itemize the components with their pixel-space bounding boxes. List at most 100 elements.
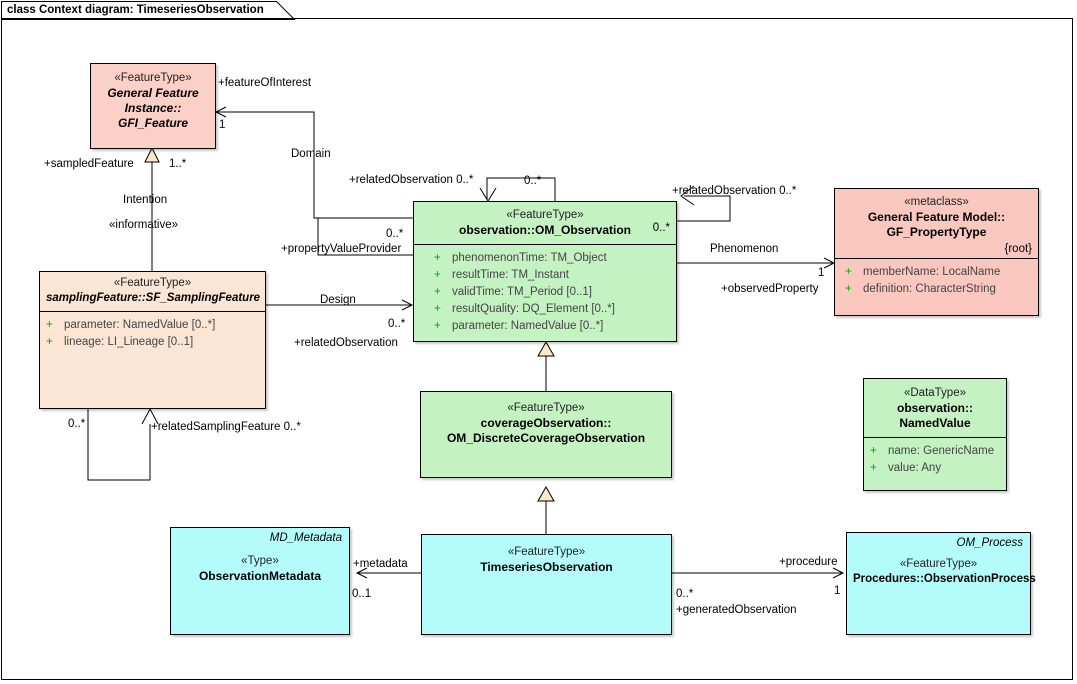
class-header: MD_Metadata «Type» ObservationMetadata: [171, 528, 349, 589]
class-stereotype: «FeatureType»: [114, 72, 192, 84]
class-header: «FeatureType» General Feature Instance::…: [91, 64, 215, 136]
class-stereotype: «metaclass»: [904, 196, 969, 208]
class-name-line2: NamedValue: [899, 416, 971, 430]
diagram-frame: [1, 18, 1073, 680]
attribute-row: + resultQuality: DQ_Element [0..*]: [434, 301, 672, 318]
attribute-text: name: GenericName: [888, 445, 995, 457]
attribute-text: validTime: TM_Period [0..1]: [452, 286, 592, 298]
label-generatedObservation: +generatedObservation: [676, 604, 797, 616]
class-name: TimeseriesObservation: [480, 560, 613, 574]
class-name: ObservationMetadata: [198, 569, 322, 583]
class-attributes: + parameter: NamedValue [0..*] + lineage: …: [40, 311, 265, 356]
tab-outline: [1, 1, 296, 20]
class-om-discretecoverageobservation[interactable]: «FeatureType» coverageObservation:: OM_D…: [420, 391, 672, 478]
class-header: «DataType» observation:: NamedValue: [864, 379, 1006, 437]
class-name: observation::OM_Observation: [458, 223, 632, 237]
label-phenomenon: Phenomenon: [710, 243, 779, 255]
class-sf-samplingfeature[interactable]: «FeatureType» samplingFeature::SF_Sampli…: [39, 271, 266, 409]
label-procedure: +procedure: [779, 556, 838, 568]
attribute-row: + definition: CharacterString: [845, 281, 1034, 298]
label-propertyValueProvider-multiplicity: 0..*: [386, 228, 404, 240]
label-relatedObservation-left: +relatedObservation 0..*: [349, 174, 474, 186]
class-stereotype: «FeatureType»: [507, 546, 586, 558]
class-observationmetadata[interactable]: MD_Metadata «Type» ObservationMetadata: [170, 527, 350, 635]
label-relatedObservation-self-multiplicity: 0..*: [524, 175, 542, 187]
class-header: «metaclass» General Feature Model:: GF_P…: [835, 189, 1038, 255]
attribute-row: + resultTime: TM_Instant: [434, 267, 672, 284]
label-relatedSamplingFeature-multiplicity: 0..*: [68, 418, 86, 430]
class-attributes: + phenomenonTime: TM_Object + resultTime: …: [414, 244, 676, 340]
class-name: samplingFeature::SF_SamplingFeature: [46, 292, 261, 304]
label-design: Design: [320, 294, 356, 306]
visibility-marker: +: [434, 303, 441, 315]
visibility-marker: +: [845, 266, 852, 278]
class-stereotype: «FeatureType»: [507, 402, 585, 414]
label-relatedObservation-right: +relatedObservation 0..*: [672, 185, 797, 197]
class-constraint-root: {root}: [1004, 243, 1033, 255]
attribute-text: definition: CharacterString: [863, 283, 996, 295]
attribute-row: + name: GenericName: [870, 443, 1002, 460]
class-base-type: MD_Metadata: [269, 532, 342, 544]
visibility-marker: +: [845, 283, 852, 295]
class-namedvalue[interactable]: «DataType» observation:: NamedValue + nam…: [863, 378, 1007, 491]
class-name-line2: OM_DiscreteCoverageObservation: [446, 431, 646, 445]
diagram-title: class Context diagram: TimeseriesObserva…: [7, 4, 264, 16]
class-stereotype: «FeatureType»: [899, 558, 978, 570]
class-header: «FeatureType» TimeseriesObservation: [422, 535, 671, 580]
attribute-text: resultTime: TM_Instant: [452, 269, 569, 281]
class-header: «FeatureType» samplingFeature::SF_Sampli…: [40, 272, 265, 311]
label-intention: Intention: [123, 194, 168, 206]
attribute-text: memberName: LocalName: [863, 266, 1001, 278]
class-attributes: + memberName: LocalName + definition: Char…: [835, 258, 1038, 303]
attribute-text: resultQuality: DQ_Element [0..*]: [452, 303, 615, 315]
attribute-text: parameter: NamedValue [0..*]: [64, 319, 216, 331]
class-timeseriesobservation[interactable]: «FeatureType» TimeseriesObservation: [421, 534, 672, 635]
label-relatedSamplingFeature: +relatedSamplingFeature 0..*: [151, 421, 301, 433]
label-metadata-multiplicity: 0..1: [352, 588, 372, 600]
corner-multiplicity: 0..*: [652, 222, 670, 234]
class-name-line2: GF_PropertyType: [886, 225, 987, 239]
class-observationprocess[interactable]: OM_Process «FeatureType» Procedures::Obs…: [846, 532, 1036, 635]
label-generatedObservation-multiplicity: 0..*: [676, 588, 694, 600]
visibility-marker: +: [434, 286, 441, 298]
class-gf-propertytype[interactable]: «metaclass» General Feature Model:: GF_P…: [834, 188, 1039, 316]
visibility-marker: +: [870, 462, 877, 474]
label-sampledFeature-multiplicity: 1..*: [169, 158, 187, 170]
class-header: OM_Process «FeatureType» Procedures::Obs…: [847, 533, 1036, 592]
attribute-row: +parameter: NamedValue [0..*]: [434, 318, 672, 335]
attribute-text: lineage: LI_Lineage [0..1]: [64, 336, 194, 348]
class-stereotype: «FeatureType»: [113, 277, 192, 289]
class-gfi-feature[interactable]: «FeatureType» General Feature Instance::…: [90, 63, 216, 149]
label-observedProperty: +observedProperty: [721, 283, 819, 295]
attribute-row: + validTime: TM_Period [0..1]: [434, 284, 672, 301]
visibility-marker: +: [434, 320, 441, 332]
attribute-row: + memberName: LocalName: [845, 264, 1034, 281]
class-om-observation[interactable]: «FeatureType» observation::OM_Observatio…: [413, 201, 677, 342]
visibility-marker: +: [434, 269, 441, 281]
class-name-line1: coverageObservation::: [480, 416, 612, 430]
class-attributes: + name: GenericName + value: Any: [864, 437, 1006, 482]
class-stereotype: «FeatureType»: [506, 209, 584, 221]
label-featureOfInterest-multiplicity: 1: [219, 119, 226, 131]
label-design-multiplicity: 0..*: [388, 318, 406, 330]
label-observedProperty-multiplicity: 1: [818, 267, 825, 279]
class-name-line2: Instance::: [124, 101, 182, 115]
class-stereotype: «Type»: [241, 555, 279, 567]
class-header: «FeatureType» observation::OM_Observatio…: [414, 202, 676, 244]
label-propertyValueProvider: +propertyValueProvider: [281, 243, 402, 255]
class-name-line1: General Feature Model::: [867, 210, 1006, 224]
visibility-marker: +: [46, 336, 53, 348]
attribute-text: phenomenonTime: TM_Object: [452, 252, 607, 264]
label-relatedObservation-design: +relatedObservation: [294, 337, 398, 349]
visibility-marker: +: [46, 319, 53, 331]
label-procedure-multiplicity: 1: [834, 585, 841, 597]
class-name-line1: observation::: [896, 401, 973, 415]
label-metadata: +metadata: [353, 558, 408, 570]
label-informative: «informative»: [109, 219, 179, 231]
class-base-type: OM_Process: [956, 537, 1023, 549]
class-name-line3: GFI_Feature: [117, 116, 189, 130]
attribute-text: value: Any: [888, 462, 942, 474]
label-sampledFeature: +sampledFeature: [44, 158, 134, 170]
visibility-marker: +: [870, 445, 877, 457]
